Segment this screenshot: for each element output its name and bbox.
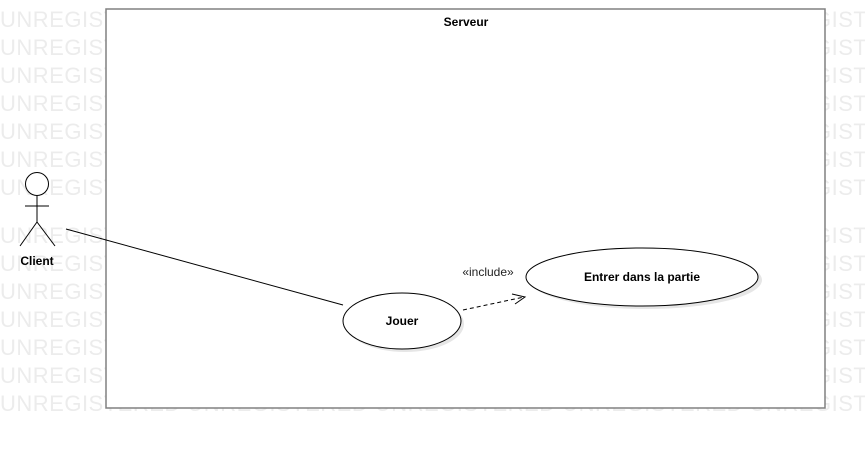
association-line[interactable] [65, 228, 344, 306]
include-stereotype: «include» [462, 265, 514, 279]
use-case-jouer-label: Jouer [386, 314, 419, 328]
actor-head [25, 172, 49, 196]
actor-label: Client [20, 254, 53, 268]
include-dependency[interactable]: «include» [462, 265, 527, 311]
use-case-jouer-ellipse[interactable] [342, 292, 462, 350]
use-case-entrer-label: Entrer dans la partie [584, 270, 700, 284]
use-case-entrer-ellipse[interactable] [525, 247, 759, 307]
use-case-entrer-dans-la-partie[interactable]: Entrer dans la partie [525, 247, 762, 309]
include-line[interactable] [462, 296, 525, 311]
actor-client[interactable]: Client [19, 172, 56, 269]
include-arrowhead [511, 293, 527, 305]
use-case-jouer[interactable]: Jouer [342, 292, 464, 352]
actor-right-leg [36, 221, 56, 247]
system-boundary[interactable]: Serveur [105, 8, 826, 409]
actor-left-leg [19, 221, 38, 247]
system-boundary-rect[interactable] [105, 8, 826, 409]
system-boundary-title: Serveur [444, 15, 489, 29]
